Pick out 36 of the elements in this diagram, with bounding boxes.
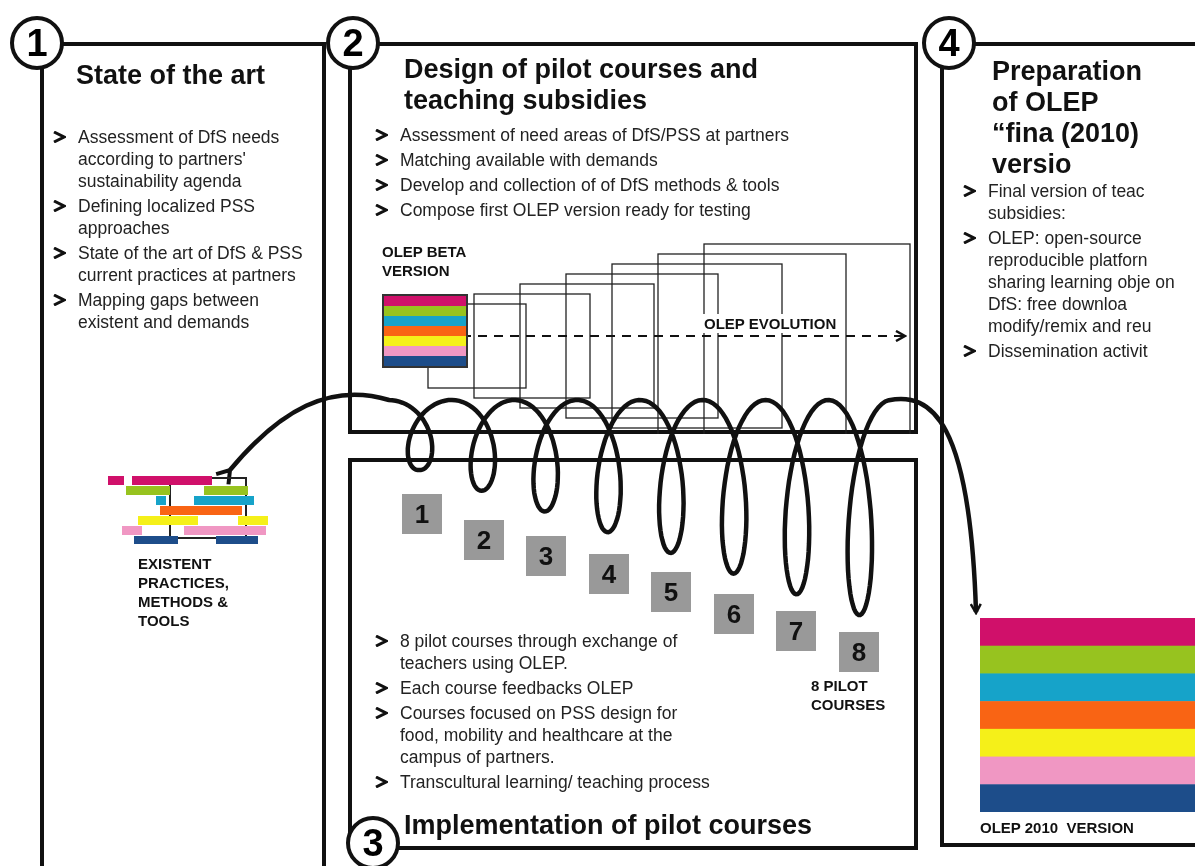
course-number: 3 xyxy=(526,536,566,576)
bullet-text: State of the art of DfS & PSS current practices at partners xyxy=(78,243,303,285)
spiral-arrow xyxy=(214,393,982,618)
bullet-text: Assessment of need areas of DfS/PSS at partners xyxy=(400,125,790,145)
course-number: 4 xyxy=(589,554,629,594)
bullet-text: Mapping gaps between existent and demands xyxy=(78,290,259,332)
bullet-text: Transcultural learning/ teaching process xyxy=(400,772,710,792)
bullet-text: 8 pilot courses through exchange of teachers using OLEP. xyxy=(400,631,678,673)
practices-caption: EXISTENT PRACTICES, METHODS & TOOLS xyxy=(138,554,230,630)
bullet-text: Assessment of DfS needs according to partners' sustainability agenda xyxy=(78,127,280,191)
version-caption: OLEP 2010 VERSION xyxy=(980,818,1135,837)
bullet-text: OLEP: open-source reproducible platforn sharing learning obje on DfS: free downloa modify/remix and reu xyxy=(988,228,1175,336)
bullet-text: Final version of teac subsidies: xyxy=(988,181,1145,223)
bullet-text: Defining localized PSS approaches xyxy=(78,196,256,238)
bullet-text: Dissemination activit xyxy=(988,341,1148,361)
panel-heading: State of the art xyxy=(76,60,267,91)
course-number: 1 xyxy=(402,494,442,534)
step-number: 2 xyxy=(326,16,380,70)
course-number: 7 xyxy=(776,611,816,651)
course-number: 6 xyxy=(714,594,754,634)
panel-heading: Implementation of pilot courses xyxy=(404,810,814,841)
edge-label: OLEP EVOLUTION xyxy=(702,314,839,333)
course-number: 2 xyxy=(464,520,504,560)
step-number: 1 xyxy=(10,16,64,70)
panel-heading: Design of pilot courses and teaching subsidies xyxy=(404,54,760,116)
panel-heading: Preparation of OLEP “fina (2010) versio xyxy=(992,56,1144,180)
step-number: 3 xyxy=(346,816,400,866)
step-number: 4 xyxy=(922,16,976,70)
bullet-text: Each course feedbacks OLEP xyxy=(400,678,634,698)
version-caption: OLEP BETA VERSION xyxy=(382,242,467,280)
course-number: 5 xyxy=(651,572,691,612)
bullet-text: Develop and collection of of DfS methods & tools xyxy=(400,175,780,195)
bullet-text: Courses focused on PSS design for food, mobility and healthcare at the campus of partners. xyxy=(400,703,678,767)
bullet-text: Matching available with demands xyxy=(400,150,658,170)
bullet-text: Compose first OLEP version ready for testing xyxy=(400,200,751,220)
course-caption: 8 PILOT COURSES xyxy=(811,676,887,714)
